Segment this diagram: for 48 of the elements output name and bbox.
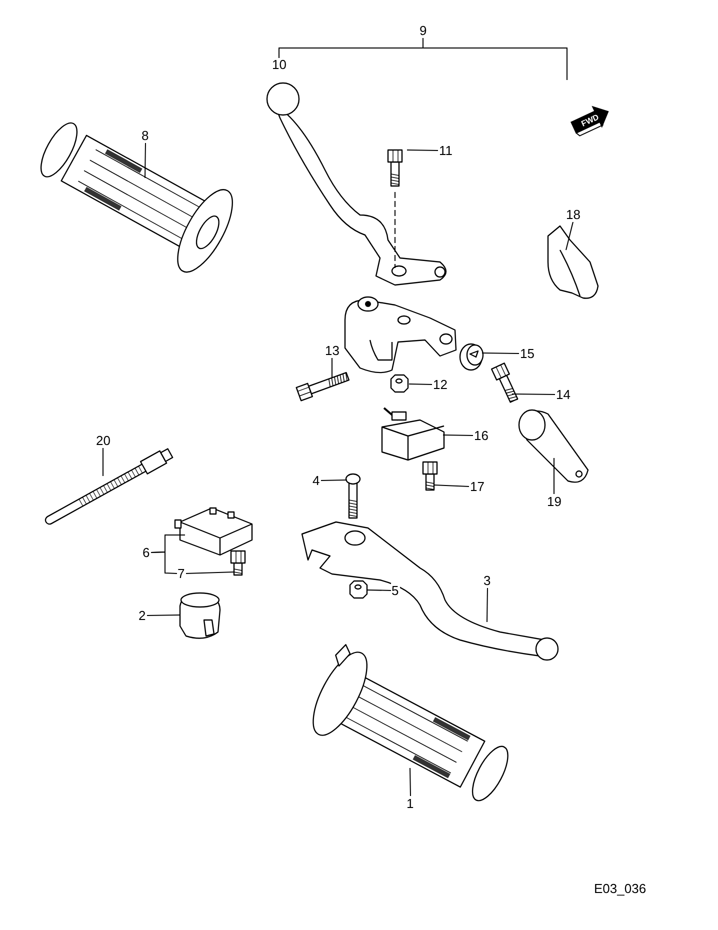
leader-line xyxy=(102,448,104,476)
leader-line xyxy=(434,484,470,487)
leader-line xyxy=(486,588,488,622)
leader-line xyxy=(150,551,178,574)
callout-number: 3 xyxy=(482,572,492,588)
callout-number: 10 xyxy=(272,56,286,72)
switch-drawing xyxy=(381,407,445,461)
bolt-drawing xyxy=(387,149,403,187)
callout-number: 20 xyxy=(95,432,112,448)
leader-line xyxy=(366,590,392,591)
adjuster-bolt-drawing xyxy=(490,362,518,403)
nut-drawing xyxy=(349,580,368,599)
callout-number: 18 xyxy=(565,206,582,222)
leader-line xyxy=(512,394,556,395)
callout-number: 5 xyxy=(390,582,400,598)
leader-line xyxy=(408,384,432,385)
bolt-drawing xyxy=(296,372,350,402)
callout-number: 8 xyxy=(140,128,150,142)
lever-cover-drawing xyxy=(547,225,599,299)
leader-line xyxy=(320,480,348,481)
adjuster-wheel-drawing xyxy=(459,343,484,371)
leader-line xyxy=(144,142,146,178)
screw-drawing xyxy=(230,550,246,576)
switch-drawing xyxy=(174,507,253,556)
leader-line xyxy=(442,434,474,436)
lever-drawing xyxy=(301,521,559,661)
screw-drawing xyxy=(422,461,438,491)
leader-line xyxy=(482,352,520,354)
callout-number: 13 xyxy=(324,342,340,358)
figure-code: E03_036 xyxy=(594,880,646,896)
callout-number: 9 xyxy=(420,22,427,38)
direction-label: FWD xyxy=(580,112,600,128)
leader-line xyxy=(566,222,574,250)
lever-boot-drawing xyxy=(518,409,589,483)
callout-number: 2 xyxy=(138,608,147,622)
callout-number: 12 xyxy=(432,376,448,392)
ring-drawing xyxy=(179,592,221,639)
callout-number: 16 xyxy=(473,428,490,442)
leader-line xyxy=(410,768,411,796)
callout-number: 6 xyxy=(142,544,151,560)
leader-line xyxy=(406,150,438,151)
callout-number: 19 xyxy=(546,494,562,508)
leader-line xyxy=(146,614,180,616)
nut-drawing xyxy=(390,374,409,393)
leader-line xyxy=(186,572,234,574)
grip-drawing xyxy=(40,122,233,273)
pivot-bolt-drawing xyxy=(345,473,361,519)
cable-tie-drawing xyxy=(43,448,174,526)
